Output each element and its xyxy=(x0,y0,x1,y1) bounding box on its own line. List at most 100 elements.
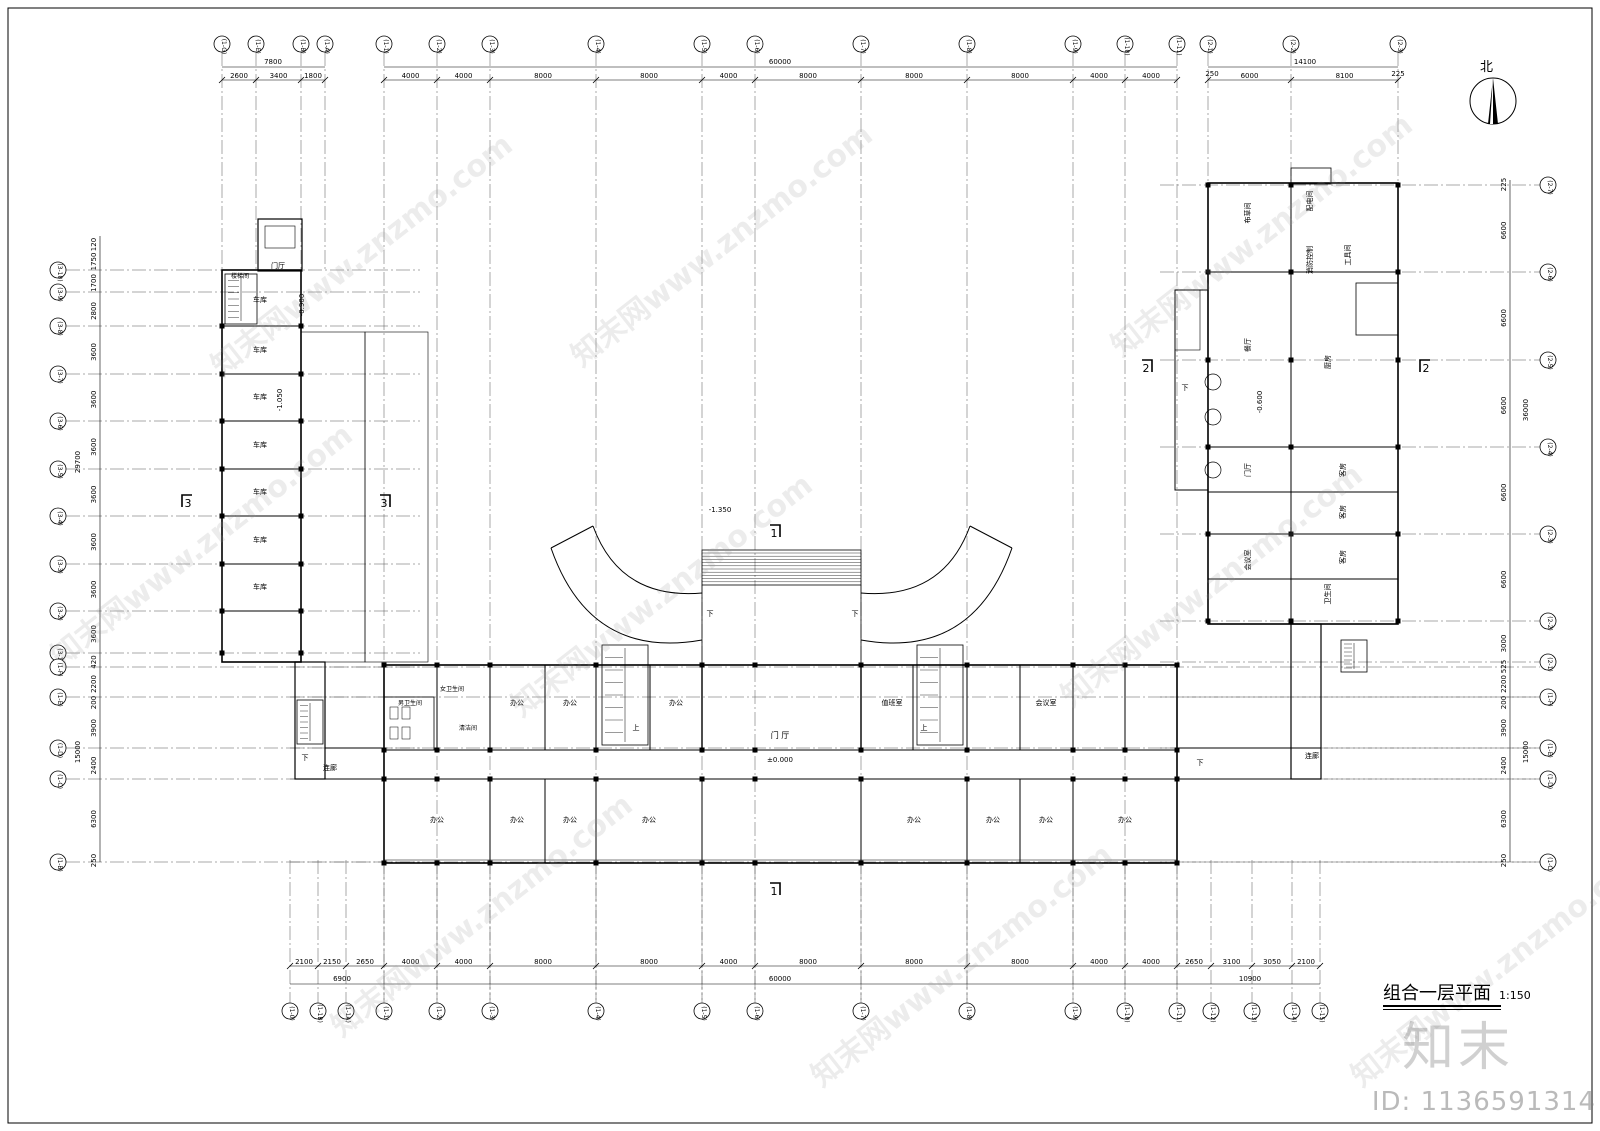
axis-top-main-5: (1-5) xyxy=(700,39,707,53)
dim-right-part: 225 xyxy=(1500,178,1508,191)
axis-left-14-bubble xyxy=(49,770,67,788)
column xyxy=(1288,531,1294,537)
axis-right-9: (1-E) xyxy=(1546,743,1553,757)
room-label-dorm: 消防控制 xyxy=(1305,246,1314,274)
dim-bottom-tick xyxy=(1288,962,1296,970)
column xyxy=(219,418,225,424)
dim-top-left-label: 3400 xyxy=(270,72,288,80)
axis-bottom-8: (1-5) xyxy=(700,1006,707,1020)
column xyxy=(219,513,225,519)
column xyxy=(434,662,440,668)
garage-ramp-outer xyxy=(364,331,429,663)
dim-bottom-tick xyxy=(314,962,322,970)
dim-bottom-label: 8000 xyxy=(799,958,817,966)
column xyxy=(964,747,970,753)
title-underline xyxy=(1383,1005,1501,1007)
dim-right-part-b: 250 xyxy=(1500,854,1508,867)
axis-top-left-4: (1-A) xyxy=(323,39,330,54)
axis-bottom-8-bubble xyxy=(693,1002,711,1020)
axis-top-main-9: (1-9) xyxy=(1071,39,1078,53)
toilet-fixture xyxy=(401,706,411,720)
wing-end-east xyxy=(969,525,1013,549)
axis-left-15: (1-B) xyxy=(56,857,63,872)
dim-bottom-tick xyxy=(1207,962,1215,970)
column xyxy=(298,466,304,472)
dim-bottom-label: 4000 xyxy=(455,958,473,966)
dim-top-right-tick xyxy=(1287,76,1295,84)
axis-top-main-9-bubble xyxy=(1064,35,1082,53)
axis-top-left-2: (1-E) xyxy=(254,39,261,53)
dim-left-total: 29700 xyxy=(74,451,82,473)
axis-bottom-15-bubble xyxy=(1202,1002,1220,1020)
stair-direction-up: 上 xyxy=(633,723,640,732)
stair-garage xyxy=(224,273,258,325)
column xyxy=(381,776,387,782)
dim-bottom-tick xyxy=(1121,962,1129,970)
room-label-dorm: 门厅 xyxy=(1243,463,1252,477)
level-plaza: -1.350 xyxy=(709,506,732,514)
axis-left-4: (3-7) xyxy=(56,369,63,383)
column xyxy=(1122,776,1128,782)
room-label-office-south: 办公 xyxy=(1039,815,1053,824)
dim-top-main-tick xyxy=(1069,76,1077,84)
axis-right-6: (2-2) xyxy=(1546,616,1553,630)
axis-top-main-6-bubble xyxy=(746,35,764,53)
column xyxy=(1395,444,1401,450)
dim-bottom-label: 4000 xyxy=(720,958,738,966)
axis-left-8-bubble xyxy=(49,555,67,573)
dim-top-right-label: 8100 xyxy=(1336,72,1354,80)
column xyxy=(219,323,225,329)
axis-bottom-7-bubble xyxy=(587,1002,605,1020)
axis-left-3: (3-8) xyxy=(56,321,63,335)
title-underline-thin xyxy=(1383,1009,1501,1010)
column xyxy=(752,662,758,668)
column xyxy=(699,860,705,866)
dim-left-part: 2800 xyxy=(90,302,98,320)
axis-left-15-bubble xyxy=(49,853,67,871)
dim-top-main-tick xyxy=(380,76,388,84)
dim-top-right-tick xyxy=(1204,76,1212,84)
axis-bottom-14: (1-11) xyxy=(1175,1004,1182,1022)
axis-left-2-bubble xyxy=(49,283,67,301)
axis-left-1-bubble xyxy=(49,261,67,279)
dim-bottom-label: 8000 xyxy=(1011,958,1029,966)
dim-right-part: 6600 xyxy=(1500,484,1508,502)
dim-left-part: 1750 xyxy=(90,253,98,271)
axis-top-main-6: (1-6) xyxy=(753,39,760,53)
axis-left-5-bubble xyxy=(49,412,67,430)
dim-bottom-label: 2100 xyxy=(1297,958,1315,966)
room-label-garage: 车库 xyxy=(253,440,267,449)
dim-bottom-tick xyxy=(380,962,388,970)
axis-top-main-7-bubble xyxy=(852,35,870,53)
column xyxy=(964,662,970,668)
dim-left-part-b: 2400 xyxy=(90,757,98,775)
dim-top-main-label: 4000 xyxy=(455,72,473,80)
dim-bottom-label: 2150 xyxy=(323,958,341,966)
dim-top-right-edge: 250 xyxy=(1205,70,1218,78)
dim-left-part: 3600 xyxy=(90,343,98,361)
axis-right-4: (2-4) xyxy=(1546,442,1553,456)
room-label-office-north: 值班室 xyxy=(882,698,903,707)
room-label-dorm: 工具间 xyxy=(1344,245,1352,266)
dim-top-main-total: 60000 xyxy=(769,58,791,66)
axis-top-right-3: (2-3) xyxy=(1396,39,1403,53)
column xyxy=(298,513,304,519)
dim-right-part-b: 2200 xyxy=(1500,675,1508,693)
column xyxy=(1205,357,1211,363)
dim-bottom-label: 3050 xyxy=(1263,958,1281,966)
axis-top-main-10: (1-10) xyxy=(1123,37,1130,55)
column xyxy=(381,747,387,753)
axis-left-9-bubble xyxy=(49,602,67,620)
room-label-garage: 车库 xyxy=(253,487,267,496)
room-label-garage: 车库 xyxy=(253,535,267,544)
drawing-scale: 1:150 xyxy=(1499,989,1531,1002)
axis-bottom-7: (1-4) xyxy=(594,1006,601,1020)
section-1-bottom: 1 xyxy=(771,885,778,898)
column xyxy=(964,860,970,866)
dim-bottom-tick xyxy=(963,962,971,970)
dim-bottom-label: 2650 xyxy=(1185,958,1203,966)
dim-top-left-total: 7800 xyxy=(264,58,282,66)
dim-top-left-tick xyxy=(297,76,305,84)
dim-top-main-label: 4000 xyxy=(720,72,738,80)
section-2-east: 2 xyxy=(1423,362,1430,375)
